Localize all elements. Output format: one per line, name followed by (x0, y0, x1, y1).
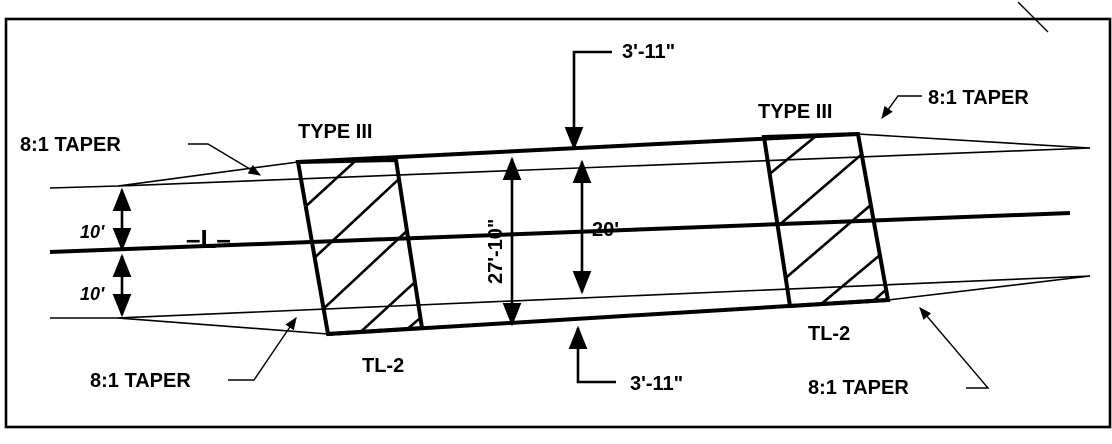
lane-line-upper (117, 147, 1091, 187)
leader-offset-top (564, 50, 612, 151)
type-iii-barricade-right (761, 131, 891, 309)
corner-leader-line (1017, 1, 1049, 33)
lane-line-lower (117, 275, 1091, 319)
leader-taper-top-right (881, 95, 922, 120)
leader-taper-top-left (188, 143, 262, 176)
label-lane-upper: 10' (80, 222, 105, 242)
label-tl-left: TL-2 (362, 355, 404, 377)
label-taper-top-left: 8:1 TAPER (20, 134, 121, 156)
label-total-width: 27'-10" (485, 219, 507, 284)
drawing-border (4, 17, 1112, 429)
label-type-iii-left: TYPE III (298, 121, 372, 143)
label-taper-top-right: 8:1 TAPER (928, 87, 1029, 109)
type-iii-barricade-left (295, 157, 425, 337)
taper-upper-right (857, 133, 1091, 149)
leader-taper-bottom-right (919, 307, 990, 389)
leader-offset-bottom (568, 325, 616, 384)
label-centerline: –L– (186, 224, 231, 254)
label-type-iii-right: TYPE III (758, 101, 832, 123)
label-offset-bottom: 3'-11" (630, 373, 683, 395)
centerline-road (49, 211, 1071, 254)
label-inner-width: 20' (592, 219, 619, 241)
label-taper-bottom-left: 8:1 TAPER (90, 370, 191, 392)
label-taper-bottom-right: 8:1 TAPER (808, 377, 909, 399)
taper-lower-right (887, 275, 1091, 301)
label-offset-top: 3'-11" (622, 41, 675, 63)
label-lane-lower: 10' (80, 284, 105, 304)
leader-taper-bottom-left (228, 316, 297, 381)
label-tl-right: TL-2 (808, 323, 850, 345)
